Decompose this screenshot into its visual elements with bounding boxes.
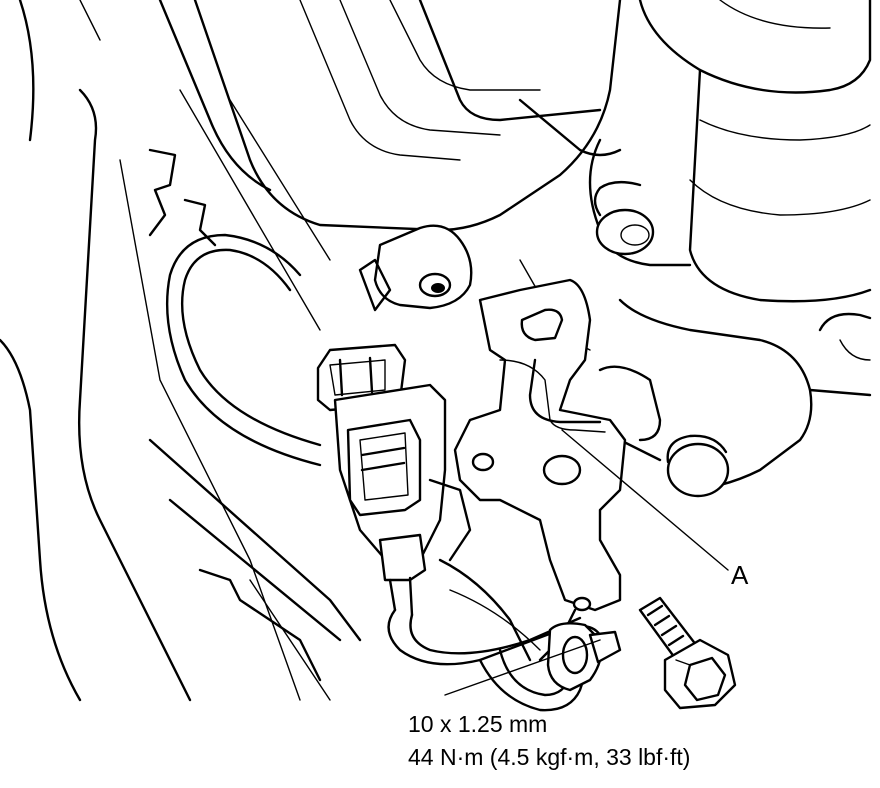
engine-casting bbox=[79, 0, 622, 331]
bolt-head-right bbox=[666, 434, 730, 498]
flange-bolt bbox=[638, 596, 737, 710]
bolt-head-upper bbox=[593, 180, 655, 256]
vacuum-hose bbox=[165, 233, 322, 467]
bracket-a bbox=[453, 278, 627, 662]
callout-a-leader bbox=[561, 429, 729, 571]
wiring-harness bbox=[387, 558, 622, 712]
solenoid-valve-assembly bbox=[316, 343, 472, 617]
callout-label-a: A bbox=[731, 560, 749, 590]
bolt-torque-spec: 44 N·m (4.5 kgf·m, 33 lbf·ft) bbox=[408, 744, 691, 770]
left-casting bbox=[0, 0, 362, 702]
bolt-size-spec: 10 x 1.25 mm bbox=[408, 711, 548, 737]
mounting-flange bbox=[358, 224, 473, 312]
oil-filter-housing bbox=[638, 0, 872, 303]
